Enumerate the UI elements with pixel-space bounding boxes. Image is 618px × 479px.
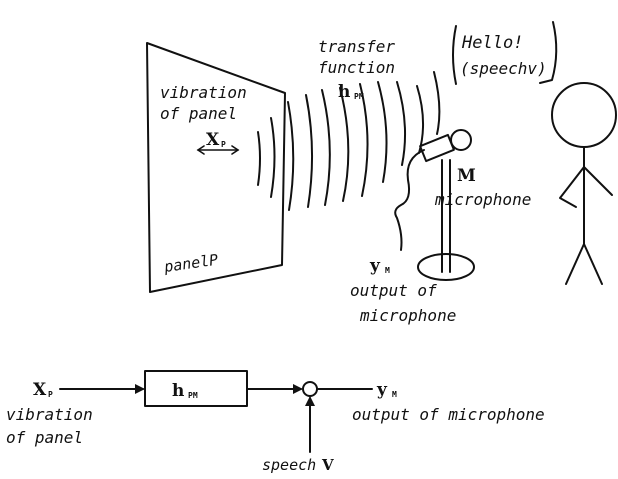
block-vibration-line2: of panel <box>6 428 83 447</box>
panel-scene: vibration of panel X P panelP <box>146 42 286 293</box>
transfer-function-label: transfer function h PM <box>318 37 395 102</box>
block-output-ym-subscript: M <box>392 390 397 399</box>
microphone-base <box>417 253 475 281</box>
block-output-ym-symbol: y <box>376 380 388 400</box>
panel-vibration-label-line2: of panel <box>160 104 237 123</box>
speech-input-arrowhead <box>305 396 315 406</box>
panel-p-label: panelP <box>162 251 219 277</box>
summing-junction <box>302 381 318 397</box>
transfer-function-block <box>144 370 248 407</box>
scene-ym-subscript: M <box>385 266 390 275</box>
microphone-head <box>419 133 455 163</box>
block-input-xp-symbol: X <box>33 380 47 400</box>
scene-output-line1: output of <box>350 281 437 300</box>
transfer-function-line1: transfer <box>318 37 395 56</box>
microphone-label: microphone <box>434 190 531 209</box>
speech-bubble-hello: Hello! <box>461 33 523 53</box>
speech-bubble-speechv: (speechv) <box>460 59 547 78</box>
block-input-xp-subscript: P <box>48 390 53 399</box>
scene-output-line2: microphone <box>359 306 456 325</box>
speech-bubble: Hello! (speechv) <box>452 21 558 85</box>
block-output-caption: output of microphone <box>352 405 545 424</box>
transfer-function-line2: function <box>318 58 395 77</box>
microphone-m-label: M <box>457 166 476 186</box>
scene-ym-symbol: y <box>369 256 381 276</box>
block-diagram: X P h PM y M vibration of panel output o… <box>6 370 545 474</box>
block-hpm-subscript: PM <box>188 391 198 400</box>
panel-xp-subscript: P <box>221 140 226 149</box>
input-arrowhead <box>135 384 145 394</box>
block-vibration-line1: vibration <box>6 405 93 424</box>
microphone-drawing: M microphone <box>394 129 531 281</box>
block-speech-label: speech <box>262 456 316 474</box>
stick-figure-speaker <box>551 82 617 285</box>
transfer-hpm-symbol: h <box>338 82 350 102</box>
block-hpm-symbol: h <box>172 381 184 401</box>
transfer-hpm-subscript: PM <box>354 92 364 101</box>
block-speech-v-symbol: V <box>321 456 334 474</box>
panel-vibration-label-line1: vibration <box>160 83 247 102</box>
scene-output-label: y M output of microphone <box>350 256 456 325</box>
microphone-grille <box>450 129 472 151</box>
panel-xp-symbol: X <box>206 130 220 150</box>
sum-input-arrowhead <box>293 384 303 394</box>
panel-plate <box>146 42 286 293</box>
microphone-cable <box>394 149 425 251</box>
vibration-double-arrow <box>196 145 240 155</box>
